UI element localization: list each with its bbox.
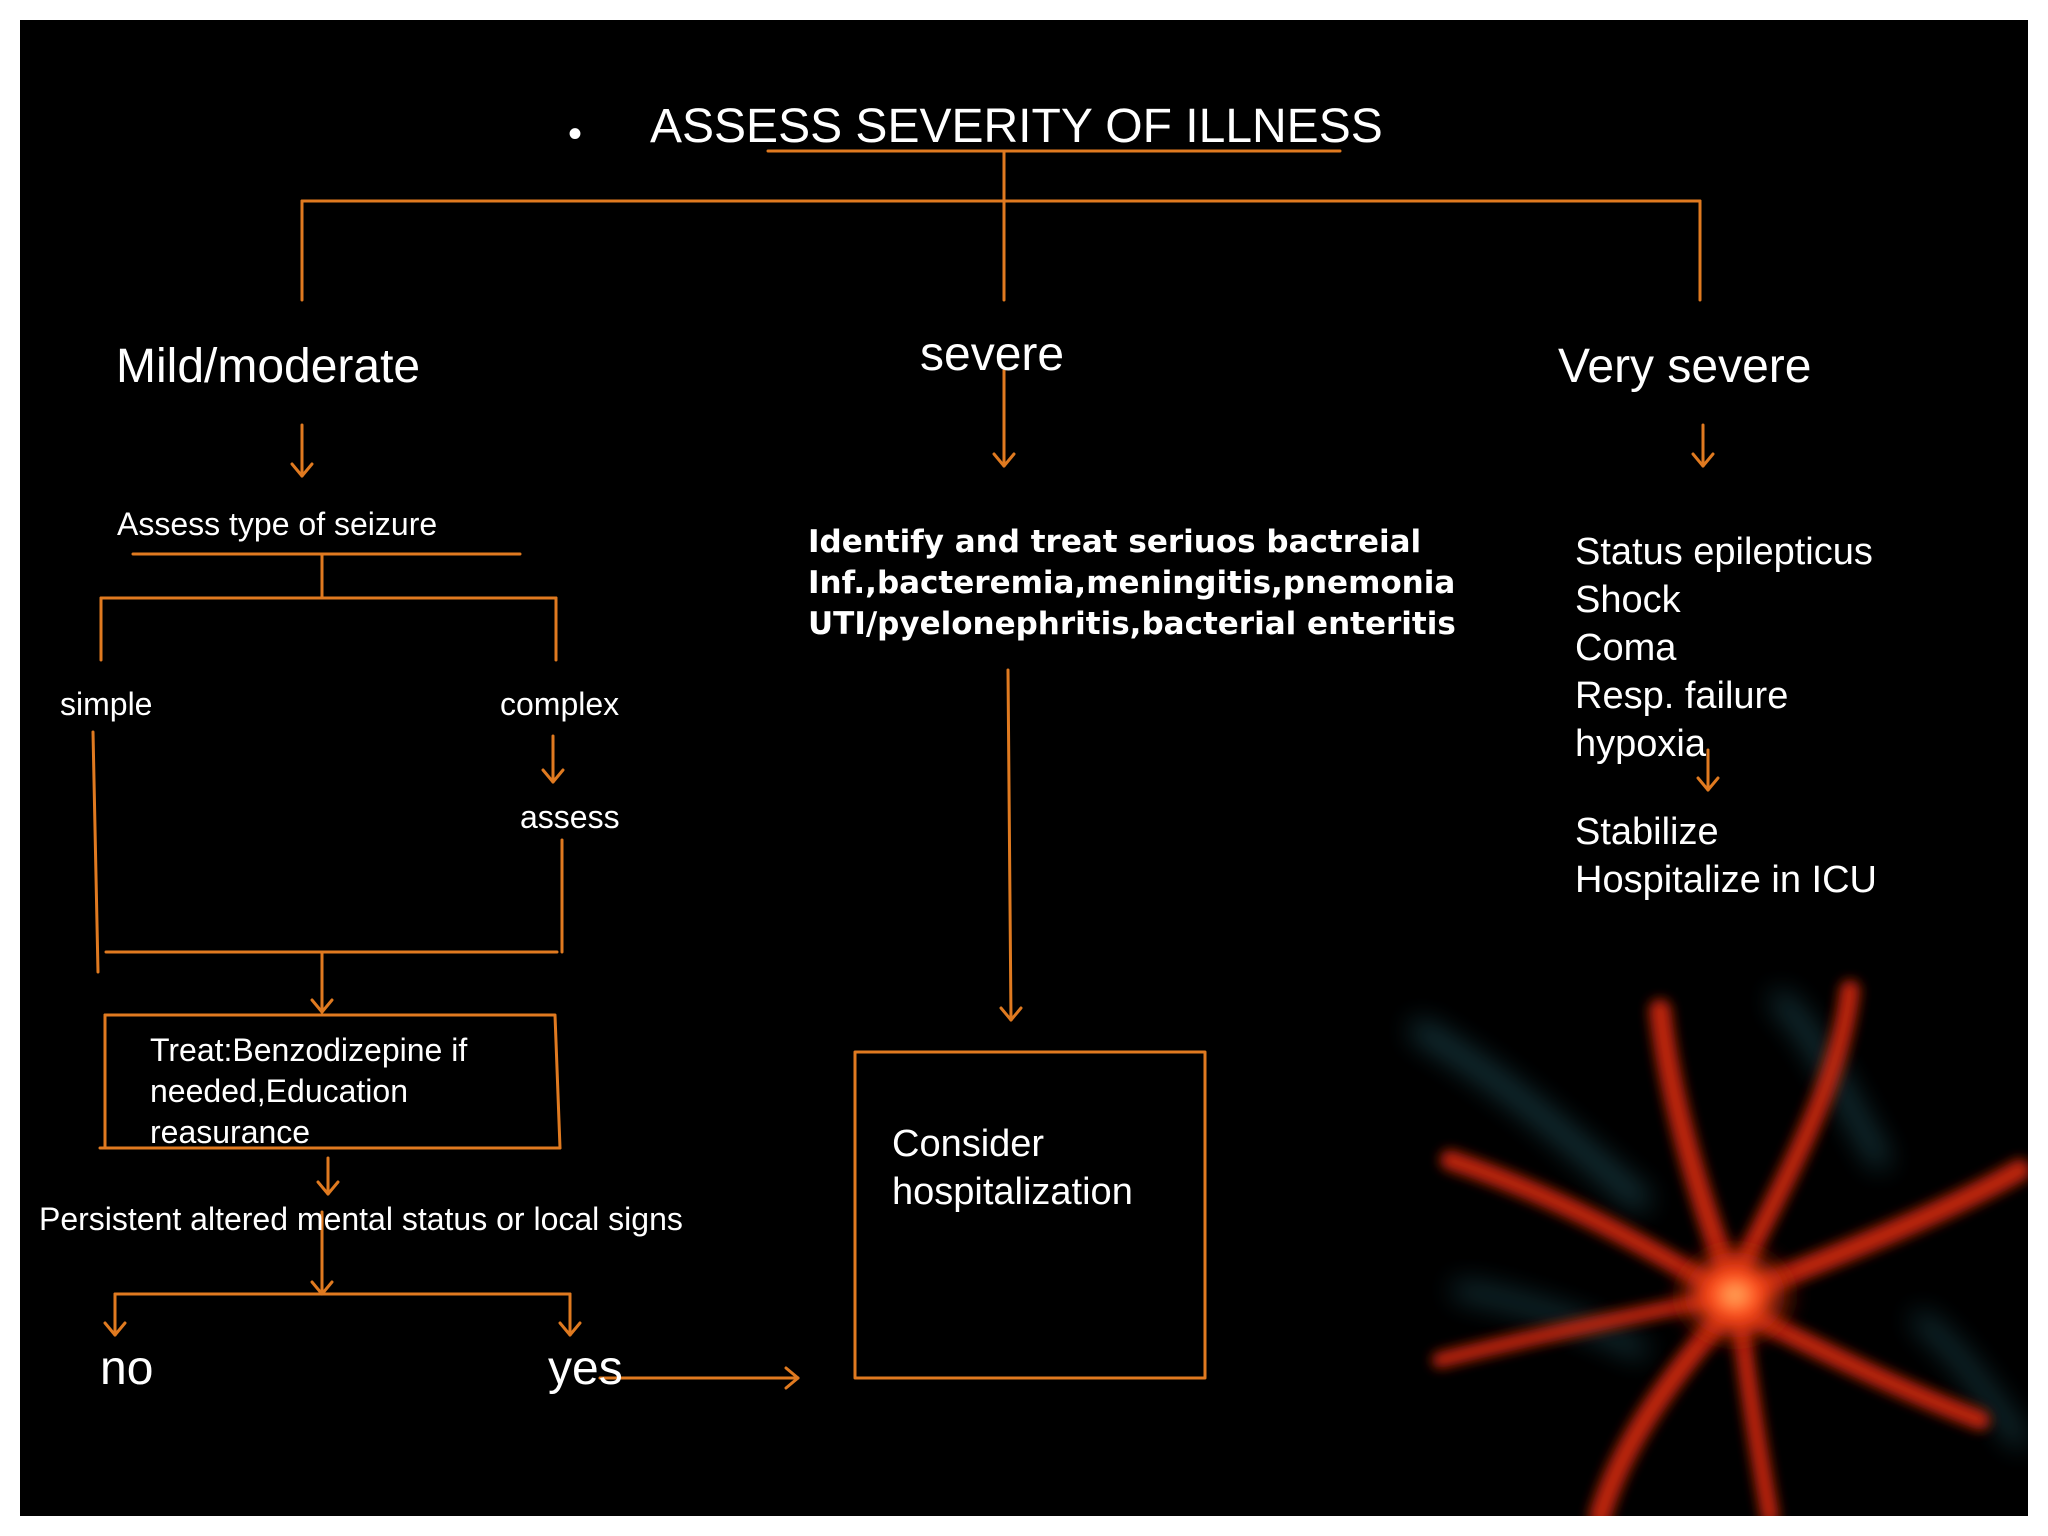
identify-line-1: Identify and treat seriuos bactreial xyxy=(808,524,1422,560)
vs-action-hospitalize-icu: Hospitalize in ICU xyxy=(1575,859,1877,901)
simple-label: simple xyxy=(60,686,153,722)
vs-action-stabilize: Stabilize xyxy=(1575,811,1719,853)
vs-item-status-epilepticus: Status epilepticus xyxy=(1575,531,1873,573)
flowchart-connectors xyxy=(91,149,1720,1390)
assess-label: assess xyxy=(520,799,620,835)
identify-line-3: UTI/pyelonephritis,bacterial enteritis xyxy=(808,606,1456,642)
consider-line-1: Consider xyxy=(892,1123,1045,1165)
vs-item-coma: Coma xyxy=(1575,627,1677,669)
persistent-label: Persistent altered mental status or loca… xyxy=(39,1201,683,1237)
assess-type-label: Assess type of seizure xyxy=(117,506,438,542)
very-severe-actions: Stabilize Hospitalize in ICU xyxy=(1575,808,1877,904)
branch-very-severe: Very severe xyxy=(1558,340,1812,393)
identify-text: Identify and treat seriuos bactreial Inf… xyxy=(808,522,1456,645)
branch-mild-moderate: Mild/moderate xyxy=(116,340,421,393)
vs-item-hypoxia: hypoxia xyxy=(1575,723,1706,765)
vs-item-resp-failure: Resp. failure xyxy=(1575,675,1789,717)
yes-label: yes xyxy=(548,1342,623,1395)
branch-severe: severe xyxy=(920,328,1065,381)
consider-line-2: hospitalization xyxy=(892,1171,1133,1213)
very-severe-list: Status epilepticus Shock Coma Resp. fail… xyxy=(1575,528,1873,768)
page-title: ASSESS SEVERITY OF ILLNESS xyxy=(650,100,1383,153)
slide: • ASSESS SEVERITY OF ILLNESS Mild/modera… xyxy=(20,20,2028,1516)
treat-line-2: needed,Education xyxy=(150,1073,408,1109)
treat-line-1: Treat:Benzodizepine if xyxy=(150,1032,468,1068)
consider-text: Consider hospitalization xyxy=(892,1120,1133,1216)
no-label: no xyxy=(100,1342,154,1395)
treat-box-text: Treat:Benzodizepine if needed,Education … xyxy=(150,1030,467,1153)
treat-line-3: reasurance xyxy=(150,1114,311,1150)
neuron-illustration xyxy=(1411,980,2028,1516)
title-bullet: • xyxy=(568,112,583,156)
identify-line-2: Inf.,bacteremia,meningitis,pnemonia xyxy=(808,565,1456,601)
complex-label: complex xyxy=(500,686,620,722)
vs-item-shock: Shock xyxy=(1575,579,1681,621)
